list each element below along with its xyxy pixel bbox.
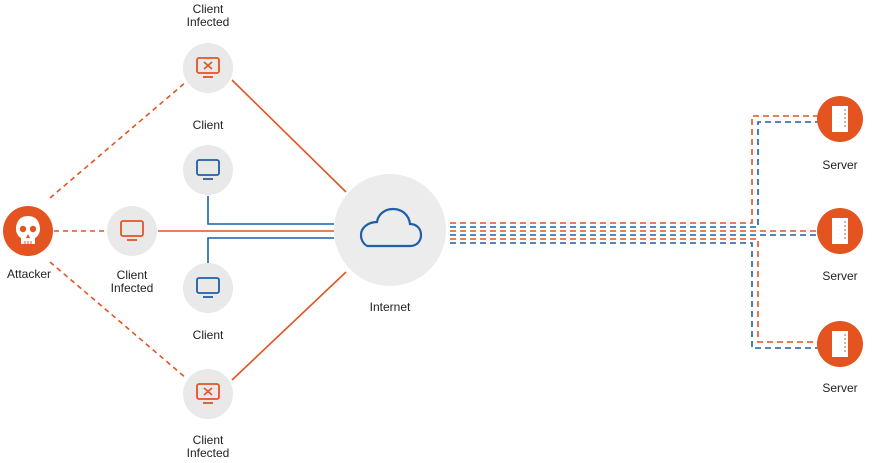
- internet-to-server-top-orange-line: [450, 115, 818, 224]
- server-icon: [832, 218, 848, 244]
- attacker-label: Attacker: [0, 268, 58, 281]
- client-infected-mid-label-line2: Infected: [110, 281, 154, 295]
- client-top-to-internet-line: [207, 196, 334, 225]
- client-bottom-node: [183, 263, 233, 313]
- client-infected-mid-label-line1: Client: [116, 268, 148, 282]
- infected-monitor-icon: [196, 383, 220, 404]
- internet-to-server-bottom-orange-line: [450, 238, 818, 343]
- internet-label-text: Internet: [369, 300, 411, 314]
- server-label-2: Server: [811, 270, 869, 283]
- internet-node: [334, 174, 446, 286]
- client-bottom-label: Client: [173, 329, 243, 342]
- connection-lines: [49, 79, 818, 381]
- server-icon: [832, 331, 848, 357]
- client-infected-top-label-line1: Client: [192, 2, 224, 16]
- internet-to-server-top-blue-line: [450, 121, 818, 228]
- client-infected-mid-node: [107, 206, 157, 256]
- client-infected-bottom-label-line1: Client: [192, 433, 224, 447]
- monitor-icon: [196, 159, 220, 180]
- cloud-icon: [359, 207, 423, 248]
- attacker-to-infected-top-line: [49, 81, 187, 199]
- server-icon: [832, 106, 848, 132]
- client-infected-top-label: Client Infected: [173, 3, 243, 29]
- client-infected-mid-label: Client Infected: [97, 269, 167, 295]
- server-node-1: [817, 96, 863, 142]
- infected-monitor-icon: [196, 57, 220, 78]
- server-label-3: Server: [811, 382, 869, 395]
- server-label-1: Server: [811, 159, 869, 172]
- attacker-label-text: Attacker: [6, 267, 51, 281]
- skull-icon: [16, 216, 40, 244]
- client-top-label-line1: Client: [192, 118, 224, 132]
- internet-label: Internet: [355, 301, 425, 314]
- server-node-3: [817, 321, 863, 367]
- infected-top-to-internet-line: [231, 79, 347, 193]
- client-bottom-label-line1: Client: [192, 328, 224, 342]
- attacker-node: [3, 206, 53, 256]
- client-top-label: Client: [173, 119, 243, 132]
- server-label-1-text: Server: [822, 158, 858, 172]
- client-infected-bottom-label-line2: Infected: [186, 446, 230, 460]
- client-top-node: [183, 145, 233, 195]
- server-label-2-text: Server: [822, 269, 858, 283]
- client-infected-top-label-line2: Infected: [186, 15, 230, 29]
- server-label-3-text: Server: [822, 381, 858, 395]
- infected-bottom-to-internet-line: [231, 271, 347, 381]
- client-infected-bottom-node: [183, 369, 233, 419]
- infected-monitor-icon: [120, 220, 144, 241]
- monitor-icon: [196, 277, 220, 298]
- client-bottom-to-internet-line: [207, 237, 334, 264]
- server-node-2: [817, 208, 863, 254]
- attacker-to-infected-bottom-line: [49, 261, 187, 379]
- internet-to-server-bottom-blue-line: [450, 242, 818, 349]
- client-infected-top-node: [183, 43, 233, 93]
- client-infected-bottom-label: Client Infected: [173, 434, 243, 460]
